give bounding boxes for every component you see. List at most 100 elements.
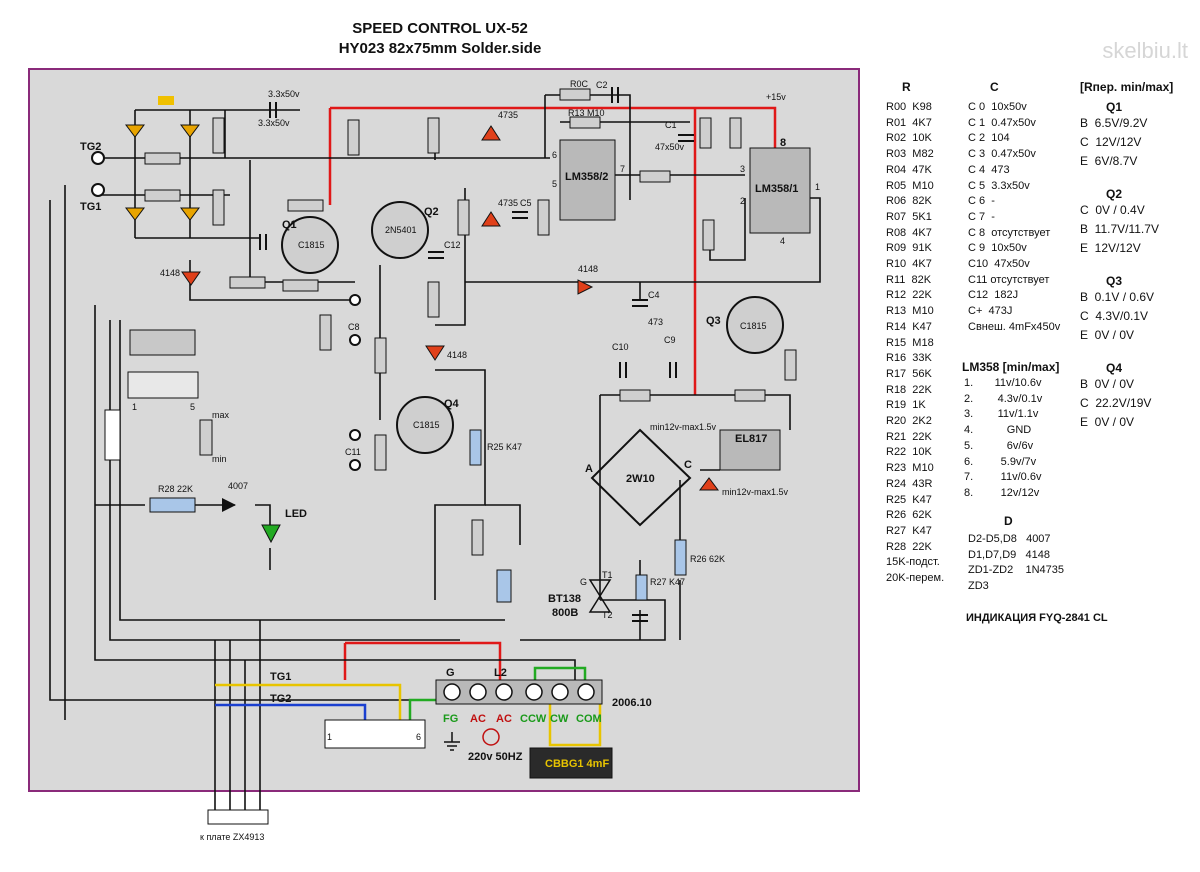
pot-max: max xyxy=(212,410,230,420)
tg1-label: TG1 xyxy=(80,201,101,213)
capacitor-row: Свнеш. 4mFx450v xyxy=(968,320,1061,333)
term-fg: FG xyxy=(443,713,458,725)
lm358-1-chip xyxy=(749,147,811,234)
triac-label: BT138 xyxy=(548,593,581,605)
resistor-row: R20 2K2 xyxy=(886,415,932,428)
test-points xyxy=(91,151,361,471)
term-com: COM xyxy=(576,713,602,725)
resistor-row: R11 82K xyxy=(886,273,932,286)
black-wires xyxy=(49,94,821,810)
capacitors xyxy=(259,87,694,622)
transistor-group-title: Q1 xyxy=(1106,100,1123,114)
pin-header xyxy=(127,371,199,399)
resistor-row: R03 M82 xyxy=(886,148,934,161)
terminal-g: G xyxy=(446,667,455,679)
ac-source-icon xyxy=(482,728,500,746)
blue-resistors xyxy=(149,429,687,603)
tg1-wire-label: TG1 xyxy=(270,671,291,683)
resistor-row: R15 M18 xyxy=(886,336,934,349)
transistor-value: B 0.1V / 0.6V xyxy=(1080,290,1155,304)
capacitor-row: C 0 10x50v xyxy=(968,101,1027,113)
schematic: C1815 2N5401 C1815 C1815 Q1 Q2 Q3 Q4 LM3… xyxy=(49,79,821,842)
resistors xyxy=(144,88,797,556)
resistor-row: R01 4K7 xyxy=(886,116,932,129)
lm358-row: 1. 11v/10.6v xyxy=(964,377,1042,389)
transistor-value: C 12V/12V xyxy=(1080,135,1142,149)
minmax-2: min12v-max1.5v xyxy=(722,487,789,497)
c2-label: C2 xyxy=(596,80,608,90)
q1-label: Q1 xyxy=(282,219,297,231)
pot-min: min xyxy=(212,454,227,464)
r27-label: R27 K47 xyxy=(650,577,685,587)
transistor-group-title: Q4 xyxy=(1106,361,1123,375)
resistor-row: R28 22K xyxy=(886,540,932,553)
resistor-row: R27 K47 xyxy=(886,524,932,537)
pin-4: 4 xyxy=(780,236,785,246)
capacitor-row: C 1 0.47x50v xyxy=(968,116,1036,129)
terminal-block xyxy=(435,679,603,705)
q3-label: Q3 xyxy=(706,315,721,327)
term-ac1: AC xyxy=(470,713,486,725)
c5b-label: C5 xyxy=(520,198,532,208)
tg2-wire-label: TG2 xyxy=(270,693,291,705)
led-label: LED xyxy=(285,508,307,520)
header-pin-5: 5 xyxy=(190,402,195,412)
c12-label: C12 xyxy=(444,240,461,250)
diode-row: ZD1-ZD2 1N4735 xyxy=(968,564,1064,577)
triac-voltage: 800B xyxy=(552,607,578,619)
bridge-pin-a: A xyxy=(585,463,593,475)
indication-note: ИНДИКАЦИЯ FYQ-2841 CL xyxy=(966,612,1108,624)
d4007-label: 4007 xyxy=(228,481,248,491)
c8-label: C8 xyxy=(348,322,360,332)
red-wires xyxy=(328,106,777,680)
pin-6: 6 xyxy=(552,150,557,160)
r28-label: R28 22K xyxy=(158,484,193,494)
transistor-value: B 0V / 0V xyxy=(1080,377,1135,391)
bottom-connector xyxy=(207,809,269,825)
resistor-row: R06 82K xyxy=(886,195,932,208)
lm358-row: 7. 11v/0.6v xyxy=(964,471,1042,484)
vtag-1 xyxy=(158,96,174,105)
el817-chip xyxy=(719,429,781,471)
r0c-label: R0C xyxy=(570,79,589,89)
zener-diodes xyxy=(181,125,719,491)
dip-connector xyxy=(324,719,426,749)
q4-part: C1815 xyxy=(413,420,440,430)
resistor-row: 20K-перем. xyxy=(886,572,945,585)
transistor-value: B 11.7V/11.7V xyxy=(1080,222,1159,236)
d-label-a: 4148 xyxy=(160,268,180,278)
vtag-15v: +15v xyxy=(766,92,786,102)
led-symbol xyxy=(261,524,281,544)
capacitor-row: C 9 10x50v xyxy=(968,242,1027,255)
resistor-row: R24 43R xyxy=(886,477,933,490)
transistor-group-title: Q2 xyxy=(1106,187,1123,201)
q4-label: Q4 xyxy=(444,398,460,410)
tg2-label: TG2 xyxy=(80,141,101,153)
dip-pin-6: 6 xyxy=(416,732,421,742)
cap-47x50: 47x50v xyxy=(655,142,685,152)
resistor-row: R02 10K xyxy=(886,132,932,145)
capacitor-row: C10 47x50v xyxy=(968,258,1030,271)
capacitor-row: C11 отсутствует xyxy=(968,273,1050,286)
bridge-rectifier xyxy=(590,428,692,527)
minmax-1: min12v-max1.5v xyxy=(650,422,717,432)
transistor-value: C 4.3V/0.1V xyxy=(1080,309,1149,323)
transistor-value: C 22.2V/19V xyxy=(1080,396,1152,410)
resistor-row: 15K-подст. xyxy=(886,556,940,569)
triac-t2: T2 xyxy=(602,610,613,620)
term-cw: CW xyxy=(550,713,569,725)
ground-icon xyxy=(444,732,460,751)
resistor-row: R07 5K1 xyxy=(886,210,932,223)
r13-label: R13 M10 xyxy=(568,108,605,118)
capacitor-row: C 6 - xyxy=(968,195,995,208)
c4-label: C4 xyxy=(648,290,660,300)
indicator-socket xyxy=(129,329,196,356)
resistor-row: R09 91K xyxy=(886,242,932,255)
q2-part: 2N5401 xyxy=(385,225,417,235)
